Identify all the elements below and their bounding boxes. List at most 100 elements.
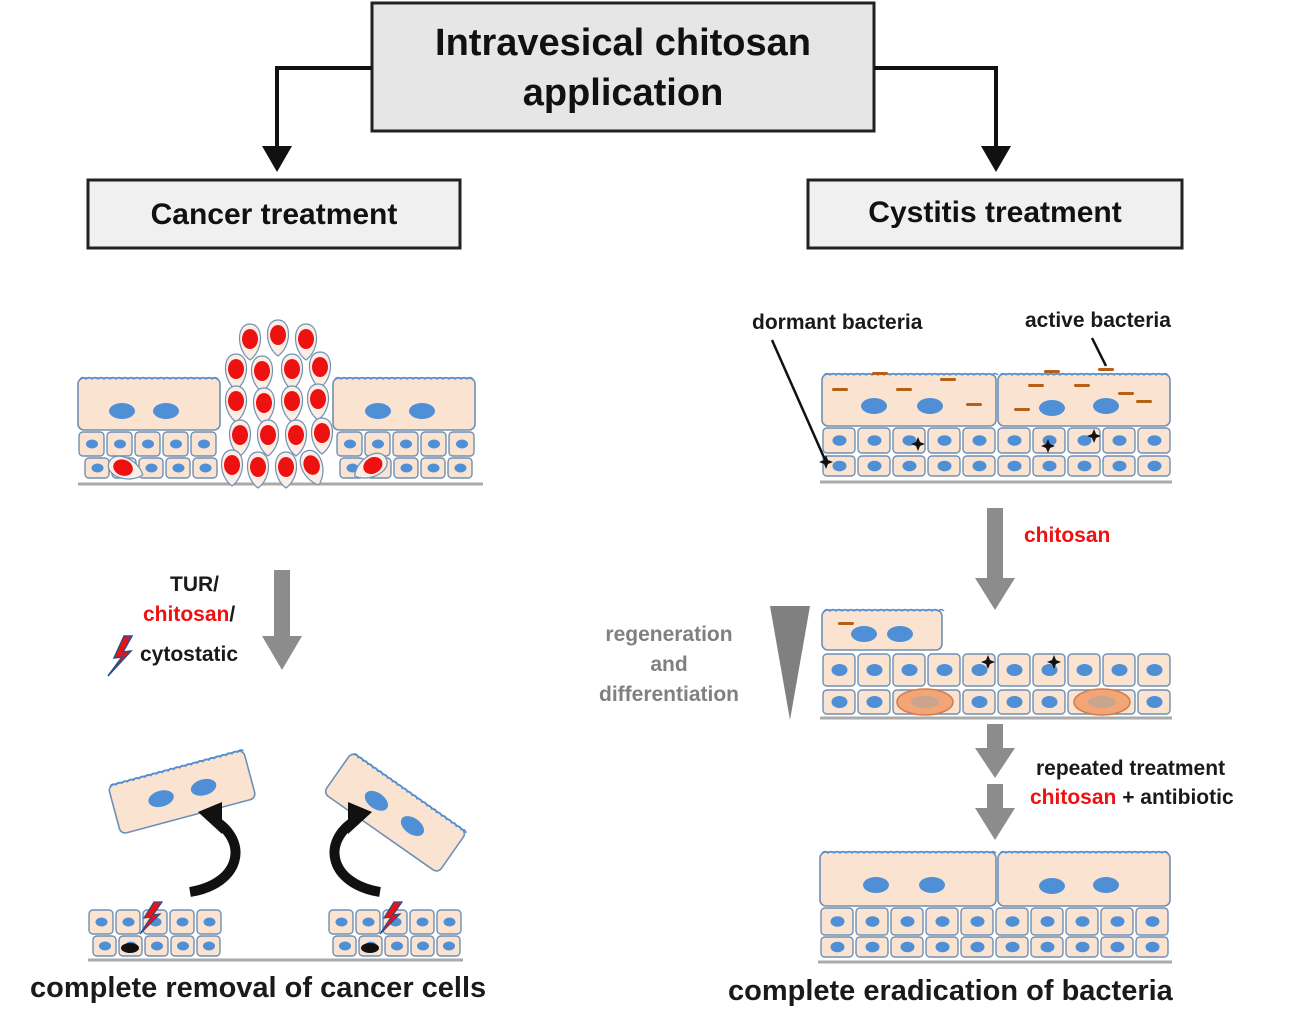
- nucleus: [1039, 400, 1065, 416]
- chitosan-arrow: [975, 508, 1015, 610]
- bacterium: [838, 622, 854, 625]
- nucleus: [972, 460, 987, 472]
- cancer-cell: [246, 451, 270, 489]
- curved-arrow-icon: [198, 802, 222, 834]
- cancer-nucleus: [284, 391, 300, 411]
- nucleus: [344, 439, 356, 449]
- nucleus: [91, 463, 104, 473]
- bacterium: [1014, 408, 1030, 411]
- bacterium: [896, 388, 912, 391]
- cancer-nucleus: [256, 393, 272, 413]
- sparkle-icon: [1047, 655, 1061, 669]
- repeat-chitosan: chitosan: [1030, 786, 1117, 809]
- nucleus: [971, 696, 988, 708]
- repeat-line1: repeated treatment: [1036, 757, 1226, 780]
- bacterium: [966, 403, 982, 406]
- cancer-nucleus: [228, 391, 244, 411]
- nucleus: [1005, 941, 1020, 953]
- healthy-urothelium: [818, 850, 1172, 964]
- umbrella-cell: [77, 377, 221, 431]
- nucleus: [172, 463, 185, 473]
- apical-surface: [821, 850, 997, 855]
- nucleus: [887, 626, 913, 642]
- nucleus: [851, 626, 877, 642]
- nucleus: [970, 916, 985, 927]
- nucleus: [863, 877, 889, 893]
- nucleus: [1041, 696, 1058, 708]
- nucleus: [122, 917, 135, 927]
- arrow-to-cancer: [262, 146, 292, 172]
- cancer-cell: [224, 385, 248, 423]
- bacterium: [832, 388, 848, 391]
- umbrella-cell: [819, 851, 997, 907]
- nucleus: [970, 941, 985, 953]
- cancer-nucleus: [363, 456, 383, 475]
- bacterium: [872, 372, 888, 375]
- exfoliated-cell: [108, 749, 256, 834]
- nucleus: [832, 435, 847, 446]
- nucleus: [919, 877, 945, 893]
- nucleus: [1077, 460, 1092, 472]
- nucleus: [391, 941, 403, 951]
- nucleus: [830, 941, 845, 953]
- nucleus: [199, 463, 212, 473]
- nucleus: [335, 917, 348, 927]
- nucleus: [1040, 916, 1055, 927]
- step-chitosan-line: chitosan/: [143, 603, 235, 627]
- exfoliated-cell: [324, 753, 467, 872]
- sparkle-icon: [911, 437, 925, 451]
- apical-surface: [823, 608, 945, 613]
- right-step-chitosan: chitosan: [1024, 524, 1111, 547]
- umbrella-cell: [997, 851, 1171, 907]
- main-title: Intravesical chitosan application: [372, 18, 874, 118]
- cancer-nucleus: [288, 425, 304, 445]
- cancer-treatment-box: [86, 178, 462, 250]
- nucleus: [1006, 664, 1023, 676]
- repeat-rest: + antibiotic: [1116, 786, 1234, 809]
- cancer-cell: [280, 353, 304, 391]
- cancer-nucleus: [224, 455, 240, 475]
- cancer-nucleus: [312, 357, 328, 377]
- nucleus: [900, 916, 915, 927]
- cancer-cell: [280, 385, 304, 423]
- nucleus: [1075, 916, 1090, 927]
- nucleus: [145, 463, 158, 473]
- label-active-bacteria: active bacteria: [1025, 309, 1171, 332]
- nucleus: [867, 435, 882, 446]
- nucleus: [1146, 696, 1163, 708]
- nucleus: [190, 778, 217, 796]
- nucleus: [428, 439, 440, 449]
- curved-arrow-icon: [329, 815, 381, 897]
- cancer-cell: [306, 383, 330, 421]
- umbrella-cell: [324, 753, 466, 872]
- immune-cell-nucleus: [1088, 696, 1116, 708]
- cancer-cell: [220, 449, 244, 487]
- nucleus: [456, 439, 468, 449]
- cancer-cell: [228, 419, 252, 457]
- lightning-icon: [139, 901, 164, 935]
- nucleus: [454, 463, 467, 473]
- nucleus: [1042, 435, 1057, 446]
- nucleus: [1110, 941, 1125, 953]
- cancer-cell: [310, 417, 334, 455]
- nucleus: [1145, 916, 1160, 927]
- sparkle-icon: [981, 655, 995, 669]
- cancer-nucleus: [250, 457, 266, 477]
- nucleus: [1006, 696, 1023, 708]
- nucleus: [170, 439, 182, 449]
- cancer-cell: [107, 455, 144, 480]
- nucleus: [364, 790, 389, 811]
- nucleus: [203, 917, 216, 927]
- cancer-cell: [299, 449, 324, 486]
- cancer-nucleus: [228, 359, 244, 379]
- cancer-cell: [294, 323, 318, 361]
- nucleus: [1007, 435, 1022, 446]
- umbrella-cell: [821, 609, 943, 651]
- nucleus: [1093, 398, 1119, 414]
- nucleus: [400, 816, 425, 836]
- branch-connectors: [275, 66, 998, 148]
- bacterium: [1074, 384, 1090, 387]
- dying-cell: [361, 943, 379, 953]
